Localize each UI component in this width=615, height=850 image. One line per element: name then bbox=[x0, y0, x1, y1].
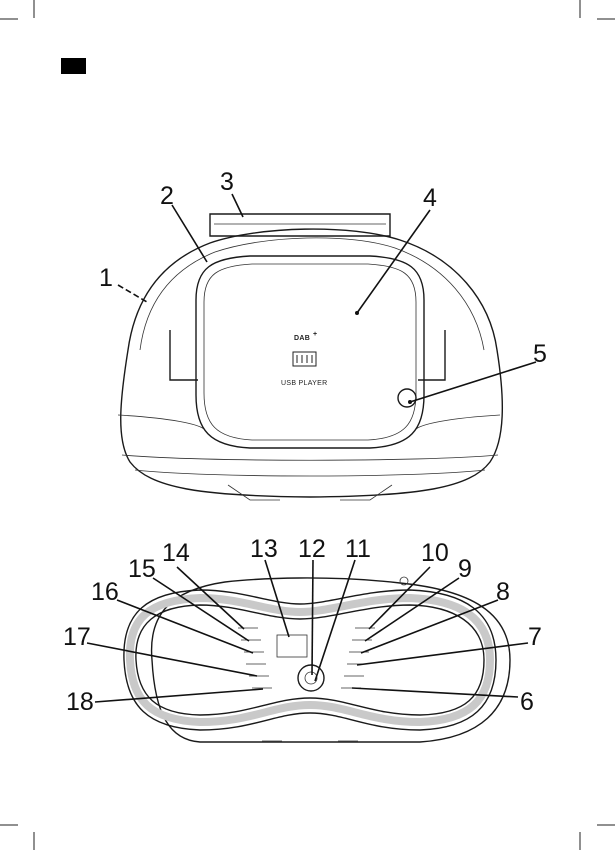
callout-7: 7 bbox=[528, 623, 542, 651]
device-front-view: DAB + USB PLAYER bbox=[117, 213, 503, 501]
callout-10: 10 bbox=[421, 539, 449, 567]
control-knob-icon bbox=[297, 664, 325, 692]
callout-8: 8 bbox=[496, 578, 510, 606]
callout-6: 6 bbox=[520, 688, 534, 716]
callout-2: 2 bbox=[160, 182, 174, 210]
callout-3: 3 bbox=[220, 168, 234, 196]
product-label: USB PLAYER bbox=[281, 380, 327, 387]
callout-18: 18 bbox=[66, 688, 94, 716]
callout-16: 16 bbox=[91, 578, 119, 606]
callout-11: 11 bbox=[345, 535, 371, 563]
dab-logo-text: DAB bbox=[294, 335, 310, 342]
callout-5: 5 bbox=[533, 340, 547, 368]
callout-9: 9 bbox=[458, 555, 472, 583]
callout-14: 14 bbox=[162, 539, 190, 567]
dab-logo-superscript: + bbox=[313, 331, 317, 338]
callout-13: 13 bbox=[250, 535, 278, 563]
callout-4: 4 bbox=[423, 184, 437, 212]
callout-12: 12 bbox=[298, 535, 326, 563]
cd-lid-icon bbox=[195, 255, 425, 449]
leader-lines-top bbox=[117, 193, 537, 404]
language-tab-icon bbox=[61, 58, 86, 74]
callout-17: 17 bbox=[63, 623, 91, 651]
dab-logo-icon bbox=[292, 351, 317, 367]
device-top-view bbox=[123, 576, 511, 743]
leader-lines-bottom bbox=[86, 559, 529, 703]
callout-15: 15 bbox=[128, 555, 156, 583]
callout-1: 1 bbox=[99, 264, 113, 292]
